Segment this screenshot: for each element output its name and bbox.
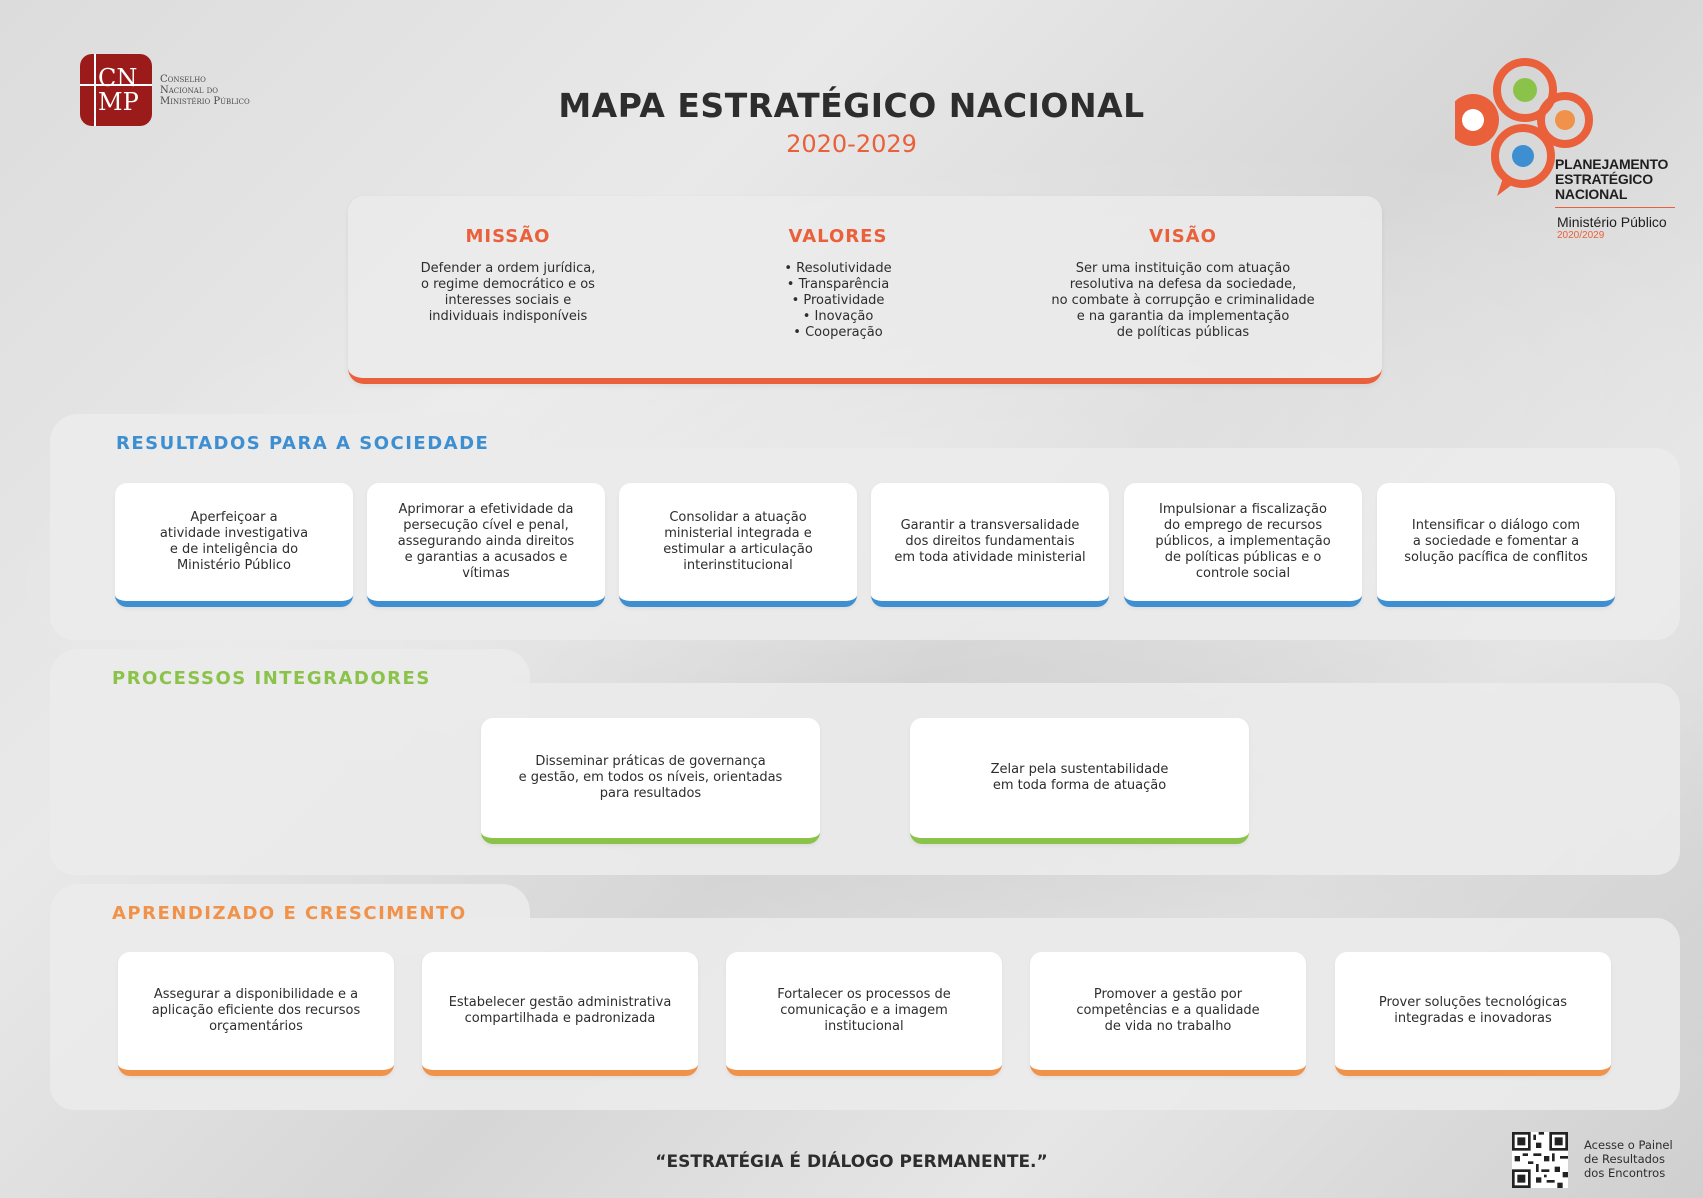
qr-caption: Acesse o Painel de Resultados dos Encont… — [1584, 1138, 1673, 1180]
org-name-line: Ministério Público — [160, 95, 250, 107]
cnmp-logo-abbrev-top: CN — [98, 64, 138, 92]
mission-line: interesses sociais e — [444, 293, 572, 308]
qr-code-icon[interactable] — [1512, 1132, 1568, 1188]
cnmp-logo: CN MP Conselho Nacional do Ministério Pú… — [80, 54, 250, 126]
vision-block: VISÃO Ser uma instituição com atuação re… — [1028, 226, 1338, 341]
pen-logo-line: NACIONAL — [1555, 186, 1628, 202]
values-title: VALORES — [788, 226, 888, 247]
section-title-processos: PROCESSOS INTEGRADORES — [112, 668, 431, 689]
vision-line: e na garantia da implementação — [1076, 309, 1290, 324]
value-item: • Resolutividade — [784, 261, 892, 276]
value-item: • Cooperação — [793, 325, 883, 340]
mission-title: MISSÃO — [465, 226, 551, 247]
cnmp-logo-name: Conselho Nacional do Ministério Público — [160, 74, 250, 107]
values-block: VALORES • Resolutividade • Transparência… — [738, 226, 938, 341]
vision-line: de políticas públicas — [1116, 325, 1250, 340]
mission-line: individuais indisponíveis — [428, 309, 588, 324]
pen-logo-divider — [1555, 207, 1675, 208]
pen-logo-line: ESTRATÉGICO — [1555, 171, 1653, 187]
page-subtitle: 2020-2029 — [786, 130, 917, 158]
mission-block: MISSÃO Defender a ordem jurídica, o regi… — [388, 226, 628, 325]
org-name-line: Nacional do — [160, 84, 219, 96]
qr-caption-line: de Resultados — [1584, 1152, 1665, 1166]
values-list: • Resolutividade • Transparência • Proat… — [738, 261, 938, 341]
vision-line: resolutiva na defesa da sociedade, — [1069, 277, 1297, 292]
qr-caption-line: Acesse o Painel — [1584, 1138, 1673, 1152]
vision-line: Ser uma instituição com atuação — [1075, 261, 1291, 276]
mission-line: Defender a ordem jurídica, — [420, 261, 596, 276]
vision-line: no combate à corrupção e criminalidade — [1051, 293, 1315, 308]
pen-logo-line: PLANEJAMENTO — [1555, 156, 1669, 172]
org-name-line: Conselho — [160, 73, 206, 85]
section-title-resultados: RESULTADOS PARA A SOCIEDADE — [116, 433, 490, 454]
pen-logo-years: 2020/2029 — [1557, 230, 1605, 241]
footer-quote: “ESTRATÉGIA É DIÁLOGO PERMANENTE.” — [655, 1152, 1048, 1172]
mission-line: o regime democrático e os — [421, 277, 595, 292]
page-title: MAPA ESTRATÉGICO NACIONAL — [558, 86, 1145, 125]
cnmp-logo-mark: CN MP — [80, 54, 152, 126]
section-processos — [50, 683, 1680, 875]
pen-logo-text: PLANEJAMENTO ESTRATÉGICO NACIONAL — [1555, 157, 1668, 202]
vision-title: VISÃO — [1149, 226, 1217, 247]
value-item: • Proatividade — [791, 293, 885, 308]
pen-logo-org: Ministério Público — [1557, 214, 1667, 230]
pen-logo-icon — [1455, 58, 1593, 196]
value-item: • Transparência — [786, 277, 890, 292]
qr-caption-line: dos Encontros — [1584, 1166, 1666, 1180]
section-title-aprendizado: APRENDIZADO E CRESCIMENTO — [112, 903, 467, 924]
cnmp-logo-abbrev-bottom: MP — [98, 88, 139, 116]
value-item: • Inovação — [802, 309, 874, 324]
mission-values-vision-panel: MISSÃO Defender a ordem jurídica, o regi… — [348, 196, 1382, 384]
